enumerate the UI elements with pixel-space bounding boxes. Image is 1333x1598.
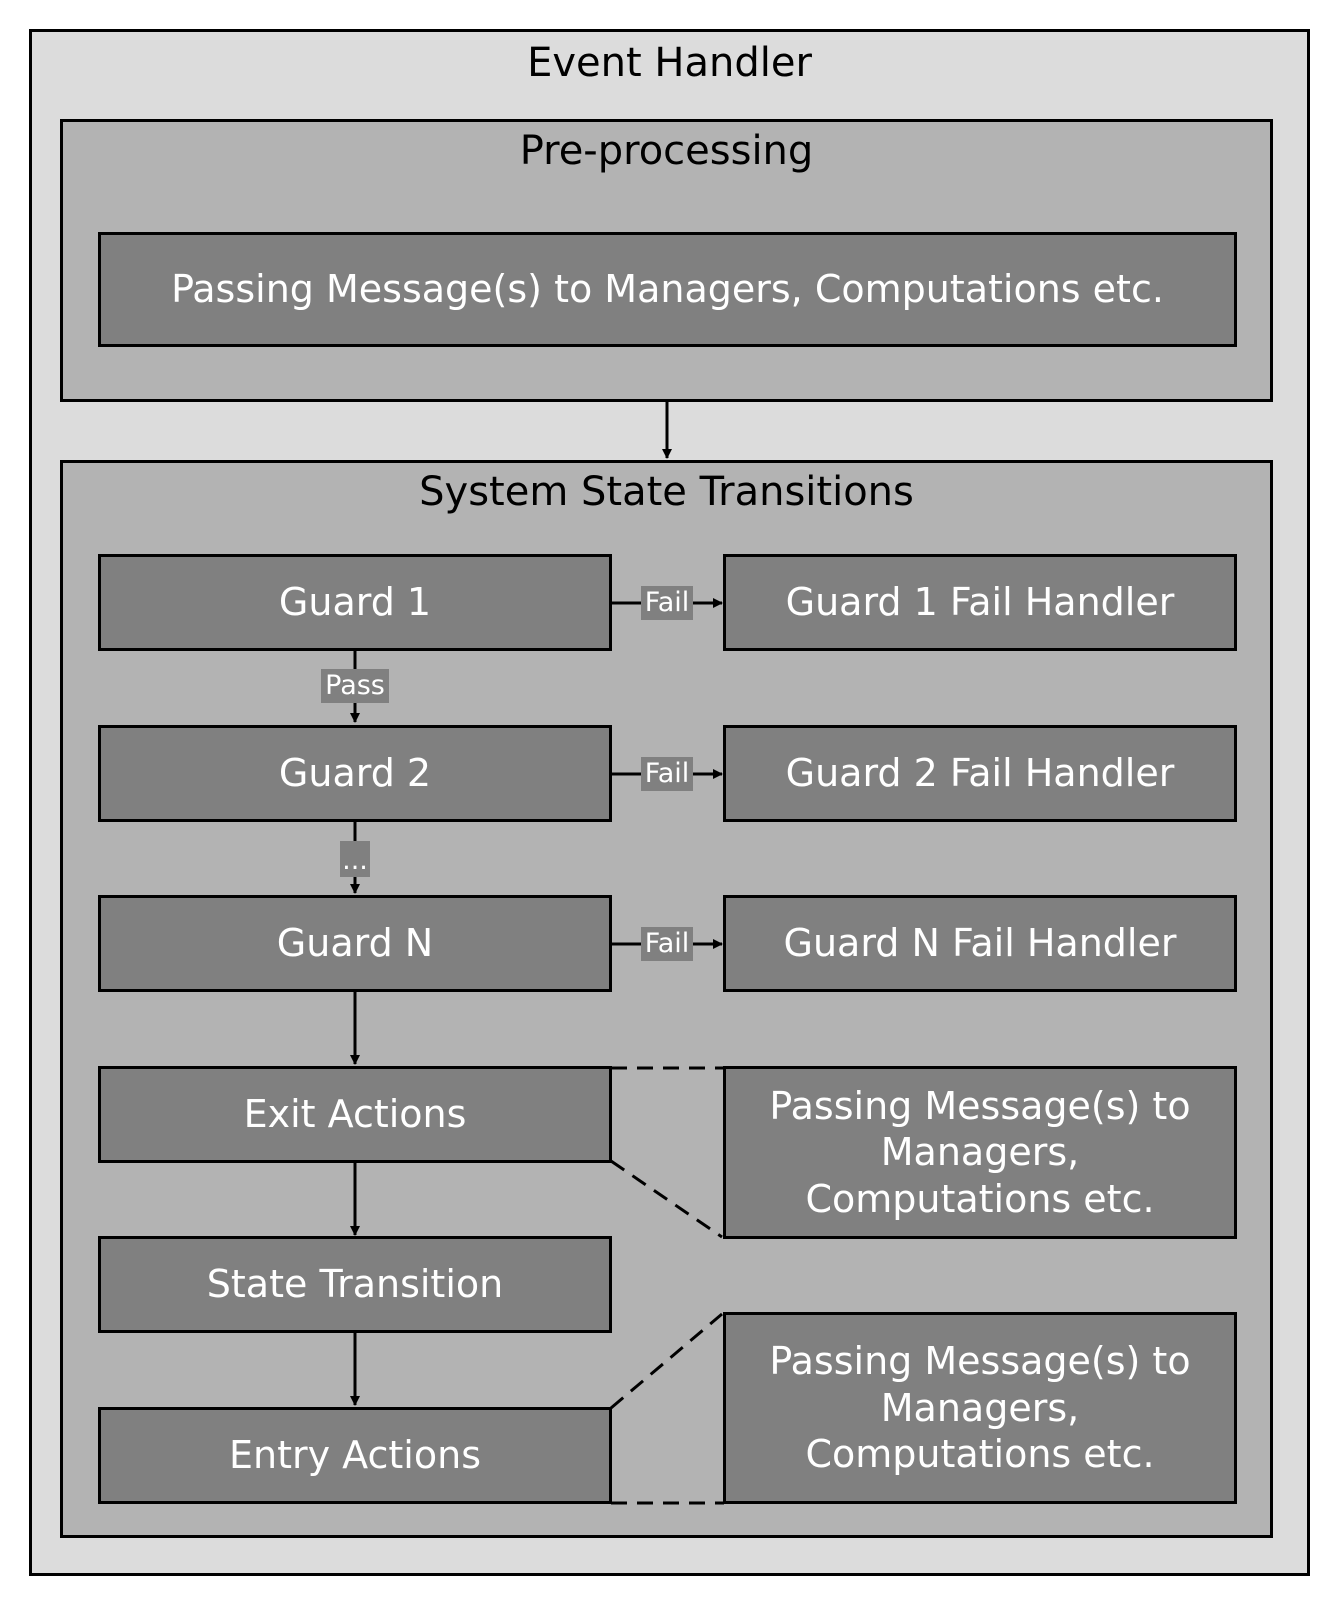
guard-2-label: Guard 2: [278, 751, 432, 796]
entry-messages-node: Passing Message(s) to Managers, Computat…: [723, 1312, 1237, 1504]
event-handler-title: Event Handler: [527, 40, 812, 86]
exit-messages-line-2: Managers,: [880, 1130, 1080, 1175]
guard-1-fail-handler-node: Guard 1 Fail Handler: [723, 554, 1237, 651]
guard-1-node: Guard 1: [98, 554, 612, 651]
guard-n-label: Guard N: [276, 921, 434, 966]
state-transition-label: State Transition: [206, 1262, 504, 1307]
entry-actions-label: Entry Actions: [229, 1433, 481, 1478]
exit-messages-node: Passing Message(s) to Managers, Computat…: [723, 1066, 1237, 1239]
preprocessing-message-node: Passing Message(s) to Managers, Computat…: [98, 232, 1237, 347]
fail-label-guard-2: Fail: [641, 757, 693, 791]
entry-actions-node: Entry Actions: [98, 1407, 612, 1504]
exit-messages-line-1: Passing Message(s) to: [769, 1083, 1191, 1128]
entry-messages-text: Passing Message(s) to Managers, Computat…: [769, 1338, 1190, 1477]
fail-label-guard-1: Fail: [641, 586, 693, 620]
exit-actions-label: Exit Actions: [243, 1092, 467, 1137]
exit-messages-line-3: Computations etc.: [805, 1176, 1155, 1221]
guard-n-fail-handler-node: Guard N Fail Handler: [723, 895, 1237, 992]
guard-n-fail-handler-label: Guard N Fail Handler: [783, 921, 1177, 966]
guard-n-node: Guard N: [98, 895, 612, 992]
guard-2-fail-handler-node: Guard 2 Fail Handler: [723, 725, 1237, 822]
state-transition-node: State Transition: [98, 1236, 612, 1333]
guard-2-fail-handler-label: Guard 2 Fail Handler: [785, 751, 1175, 796]
entry-messages-line-1: Passing Message(s) to: [769, 1339, 1191, 1384]
preprocessing-message-label: Passing Message(s) to Managers, Computat…: [171, 267, 1164, 312]
exit-actions-node: Exit Actions: [98, 1066, 612, 1163]
ellipsis-label: ...: [340, 841, 370, 877]
pass-label: Pass: [321, 669, 389, 703]
exit-messages-text: Passing Message(s) to Managers, Computat…: [769, 1083, 1190, 1222]
preprocessing-title: Pre-processing: [519, 128, 814, 174]
guard-1-fail-handler-label: Guard 1 Fail Handler: [785, 580, 1175, 625]
guard-1-label: Guard 1: [278, 580, 432, 625]
guard-2-node: Guard 2: [98, 725, 612, 822]
entry-messages-line-2: Managers,: [880, 1385, 1080, 1430]
entry-messages-line-3: Computations etc.: [805, 1432, 1155, 1477]
system-state-transitions-title: System State Transitions: [419, 469, 914, 515]
fail-label-guard-n: Fail: [641, 927, 693, 961]
